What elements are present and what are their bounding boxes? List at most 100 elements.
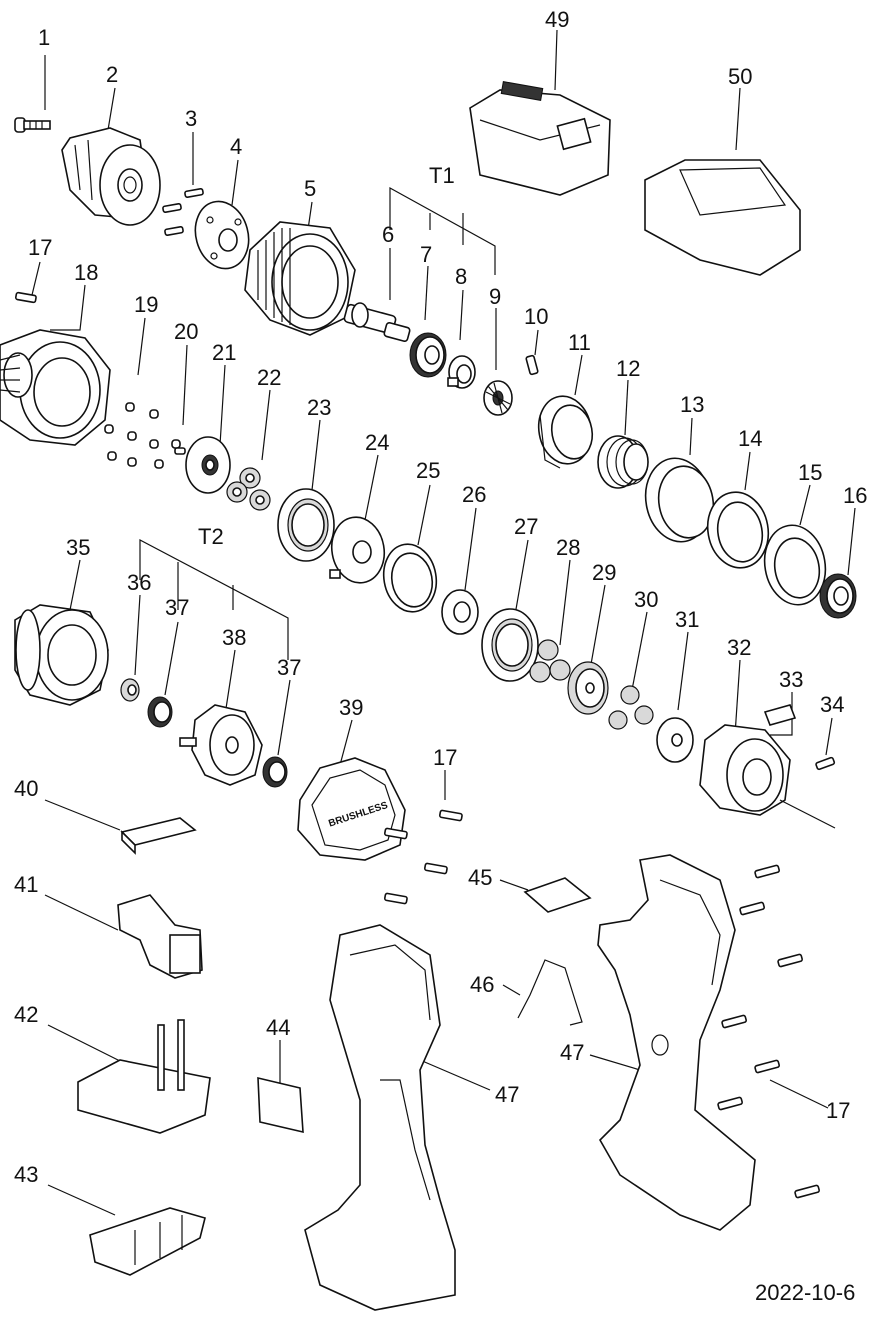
part-1-screw	[14, 117, 51, 133]
callout-7: 7	[420, 242, 432, 267]
callout-22: 22	[257, 365, 281, 390]
callout-8: 8	[455, 264, 467, 289]
callout-47-left: 47	[495, 1082, 519, 1107]
part-9-ratchet	[483, 380, 513, 416]
part-36-magnet	[120, 678, 140, 702]
callout-39: 39	[339, 695, 363, 720]
callout-11: 11	[568, 330, 591, 355]
callout-32: 32	[727, 635, 751, 660]
part-42-controller	[77, 1019, 211, 1134]
callout-labels: 1 2 3 4 5 T1 6 7 8 9 10 11 12 13 14 15 1…	[14, 7, 867, 1305]
callout-16: 16	[843, 483, 867, 508]
part-23-ring-gear	[277, 488, 335, 562]
part-33-clip	[763, 704, 797, 726]
part-6-spindle	[343, 302, 411, 342]
part-19-balls	[104, 402, 181, 469]
part-10-pin	[525, 354, 539, 376]
part-26-carrier	[441, 589, 479, 635]
part-28-gears	[529, 639, 571, 683]
part-25-plate	[382, 543, 438, 613]
part-31-plate	[656, 717, 694, 763]
part-40-pad	[120, 817, 197, 855]
callout-36: 36	[127, 570, 151, 595]
part-17-screws-right	[717, 864, 820, 1199]
callout-3: 3	[185, 106, 197, 131]
callout-45: 45	[468, 865, 492, 890]
part-34-screw	[815, 756, 836, 771]
callout-2: 2	[106, 62, 118, 87]
callout-15: 15	[798, 460, 822, 485]
t2-label: T2	[198, 524, 224, 549]
callout-18: 18	[74, 260, 98, 285]
callout-19: 19	[134, 292, 158, 317]
part-5-ring-housing	[244, 221, 356, 336]
part-38-rotor	[179, 704, 263, 786]
date-label: 2022-10-6	[755, 1280, 855, 1305]
callout-41: 41	[14, 872, 38, 897]
part-45-hook	[523, 877, 592, 913]
part-39-motor-cover: BRUSHLESS	[297, 757, 406, 861]
callout-4: 4	[230, 134, 242, 159]
callout-33: 33	[779, 667, 803, 692]
callout-14: 14	[738, 426, 762, 451]
part-44-label	[257, 1076, 304, 1134]
callout-31: 31	[675, 607, 699, 632]
part-4-plate	[194, 200, 250, 270]
callout-37-a: 37	[165, 595, 189, 620]
part-27-ring-gear	[481, 608, 539, 682]
part-13-sleeve	[644, 457, 715, 543]
callout-23: 23	[307, 395, 331, 420]
part-30-gears	[608, 685, 654, 730]
part-20-pins	[174, 447, 186, 455]
callout-24: 24	[365, 430, 389, 455]
callout-30: 30	[634, 587, 658, 612]
part-17-screws-mid	[383, 809, 463, 905]
part-24-washer	[329, 516, 386, 584]
part-17-screw	[14, 291, 37, 304]
callout-40: 40	[14, 776, 38, 801]
part-8-ring	[447, 355, 476, 389]
callout-21: 21	[212, 340, 236, 365]
callout-35: 35	[66, 535, 90, 560]
part-14-plate	[706, 491, 770, 569]
callout-28: 28	[556, 535, 580, 560]
part-29-gear	[567, 661, 609, 715]
part-37-bearing-a	[147, 696, 173, 728]
part-41-switch	[117, 894, 203, 979]
part-2-chuck	[61, 127, 161, 226]
callout-17-top: 17	[28, 235, 52, 260]
t1-label: T1	[429, 163, 455, 188]
callout-50: 50	[728, 64, 752, 89]
part-22-gears	[226, 467, 271, 511]
part-11-ring	[537, 395, 594, 469]
callout-12: 12	[616, 356, 640, 381]
callout-27: 27	[514, 514, 538, 539]
part-21-carrier	[185, 436, 231, 494]
callout-6: 6	[382, 222, 394, 247]
callout-1: 1	[38, 25, 50, 50]
callout-43: 43	[14, 1162, 38, 1187]
callout-42: 42	[14, 1002, 38, 1027]
part-43-terminal	[89, 1207, 206, 1276]
part-7-bearing	[409, 332, 447, 378]
part-15-plate	[763, 524, 827, 606]
part-16-bearing	[819, 573, 857, 619]
part-50-charger	[644, 159, 801, 276]
callout-37-b: 37	[277, 655, 301, 680]
callout-17-mid: 17	[433, 745, 457, 770]
part-46-spring	[517, 959, 583, 1026]
callout-13: 13	[680, 392, 704, 417]
callout-9: 9	[489, 284, 501, 309]
part-49-battery	[469, 81, 611, 196]
callout-26: 26	[462, 482, 486, 507]
part-37-bearing-b	[262, 756, 288, 788]
part-32-gear-case	[699, 724, 836, 829]
callout-20: 20	[174, 319, 198, 344]
callout-17-right: 17	[826, 1098, 850, 1123]
callout-10: 10	[524, 304, 548, 329]
leader-lines	[31, 29, 856, 1216]
callout-34: 34	[820, 692, 844, 717]
callout-49: 49	[545, 7, 569, 32]
callout-38: 38	[222, 625, 246, 650]
